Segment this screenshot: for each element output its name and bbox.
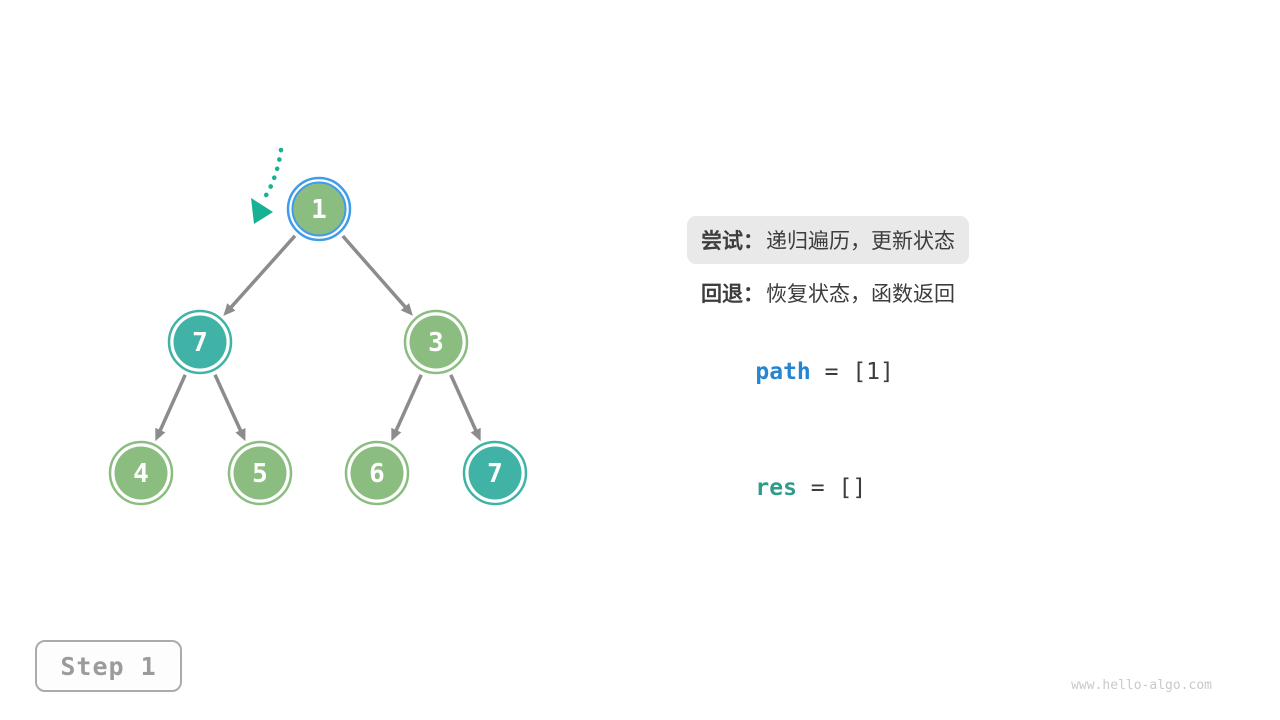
res-variable-value: = [] [796, 475, 867, 501]
tree-node: 6 [344, 440, 410, 506]
tree-edge [157, 374, 187, 433]
tree-edge-arrowhead [391, 427, 402, 442]
tree-node-value: 6 [369, 459, 385, 489]
tree-node: 7 [462, 440, 528, 506]
tree-node-current: 1 [286, 176, 352, 242]
tree-node: 4 [108, 440, 174, 506]
try-callout: 尝试：递归遍历，更新状态 [687, 216, 969, 264]
tree-edge-arrowhead [155, 427, 166, 442]
try-label: 尝试： [701, 230, 764, 253]
tree-edge [341, 234, 408, 310]
tree-nodes: 1 7 3 4 5 6 7 [108, 176, 528, 506]
tree-edge [449, 374, 479, 433]
tree-edge-arrowhead [400, 303, 413, 316]
tree-node-value: 4 [133, 459, 149, 489]
tree-edge-arrowhead [235, 427, 246, 442]
tree-node-value: 5 [252, 459, 268, 489]
tree-node-value: 3 [428, 328, 444, 358]
back-text: 恢复状态，函数返回 [766, 283, 955, 306]
back-label: 回退： [701, 283, 764, 306]
tree-edges [155, 234, 481, 442]
tree-edge-arrowhead [470, 427, 481, 442]
path-variable-line: path = [1] [700, 333, 894, 411]
tree-node-value: 7 [192, 328, 208, 358]
try-text: 递归遍历，更新状态 [766, 230, 955, 253]
path-variable-name: path [755, 359, 811, 385]
pointer-arrow-icon [251, 147, 284, 224]
tree-node: 5 [227, 440, 293, 506]
back-callout: 回退：恢复状态，函数返回 [701, 280, 955, 306]
tree-node-value: 7 [487, 459, 503, 489]
tree-node-value: 1 [311, 195, 327, 225]
res-variable-name: res [755, 475, 797, 501]
step-badge: Step 1 [35, 640, 182, 692]
tree-node: 7 [167, 309, 233, 375]
path-variable-value: = [1] [810, 359, 894, 385]
tree-edge [228, 234, 297, 310]
res-variable-line: res = [] [700, 449, 866, 527]
tree-edge [393, 374, 423, 433]
step-label: Step 1 [60, 651, 157, 681]
tree-edge [213, 374, 243, 433]
tree-edge-arrowhead [223, 303, 236, 316]
watermark: www.hello-algo.com [1071, 678, 1212, 693]
tree-node: 3 [403, 309, 469, 375]
